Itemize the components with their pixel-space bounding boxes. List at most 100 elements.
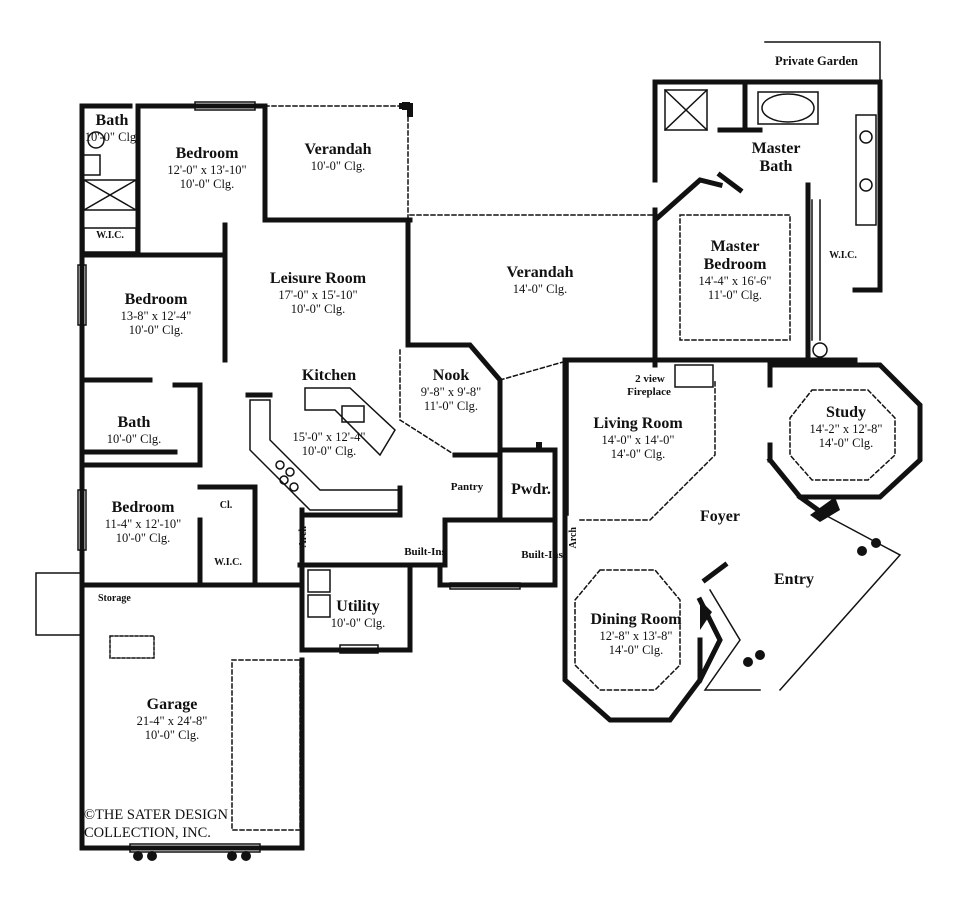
wic-low-label: W.I.C. <box>214 557 242 568</box>
room-ceiling: 14'-0" Clg. <box>512 281 568 296</box>
main-verandah <box>399 214 716 521</box>
left-windows <box>35 101 261 853</box>
room-ceiling: 10'-0" Clg. <box>301 444 357 458</box>
room-name: Nook <box>432 367 470 384</box>
room-ceiling: 14'-0" Clg. <box>818 435 874 450</box>
master-walls <box>652 79 883 363</box>
room-name: Utility <box>336 598 380 615</box>
room-ceiling: 10'-0" Clg. <box>84 129 140 144</box>
room-name: Bath <box>95 112 129 129</box>
utility-fixtures <box>307 569 379 654</box>
room-name: Master <box>710 238 760 255</box>
room-ceiling: 11'-0" Clg. <box>423 398 479 413</box>
room-name: Dining Room <box>590 611 682 628</box>
room-master-bedroom: Master Bedroom 14'-4" x 16'-6" 11'-0" Cl… <box>698 238 771 302</box>
room-nook: Nook 9'-8" x 9'-8" 11'-0" Clg. <box>421 367 482 413</box>
room-ceiling: 14'-0" Clg. <box>610 446 666 461</box>
wic-top-label: W.I.C. <box>96 230 124 241</box>
room-name: Bedroom <box>124 291 188 308</box>
foyer-label: Foyer <box>700 508 740 525</box>
room-ceiling: 10'-0" Clg. <box>330 615 386 630</box>
room-ceiling: 11'-0" Clg. <box>707 287 763 302</box>
wall-fills <box>133 102 881 861</box>
room-size: 11-4" x 12'-10" <box>104 516 182 531</box>
builtins-left-label: Built-Ins <box>404 546 446 558</box>
pantry-label: Pantry <box>450 481 484 493</box>
room-kitchen-detail: 15'-0" x 12'-4" 10'-0" Clg. <box>292 430 365 458</box>
room-ceiling: 10'-0" Clg. <box>179 176 235 191</box>
room-leisure: Leisure Room 17'-0" x 15'-10" 10'-0" Clg… <box>270 270 366 316</box>
copyright: ©THE SATER DESIGN COLLECTION, INC. <box>84 806 228 842</box>
left-wing-walls <box>79 103 413 851</box>
room-ceiling: 10'-0" Clg. <box>106 431 162 446</box>
copyright-line-2: COLLECTION, INC. <box>84 825 211 842</box>
room-garage: Garage 21-4" x 24'-8" 10'-0" Clg. <box>137 696 208 742</box>
room-name: Bedroom <box>175 145 239 162</box>
room-ceiling: 10'-0" Clg. <box>115 530 171 545</box>
room-size: 12'-0" x 13'-10" <box>167 162 247 177</box>
room-bedroom-mid: Bedroom 13-8" x 12'-4" 10'-0" Clg. <box>121 291 192 337</box>
room-size: 21-4" x 24'-8" <box>136 713 208 728</box>
room-master-bath: Master Bath <box>752 140 801 176</box>
room-name: Verandah <box>304 141 372 158</box>
room-kitchen: Kitchen <box>302 367 356 385</box>
room-name-2: Bath <box>759 157 793 175</box>
room-name: Living Room <box>593 415 683 432</box>
room-name: Bath <box>117 414 151 431</box>
room-size: 12'-8" x 13'-8" <box>599 628 673 643</box>
bath-top-fixtures <box>82 131 138 253</box>
room-bath-top: Bath 10'-0" Clg. <box>85 112 140 144</box>
room-bedroom-top: Bedroom 12'-0" x 13'-10" 10'-0" Clg. <box>167 145 246 191</box>
room-verandah-main: Verandah 14'-0" Clg. <box>507 264 574 296</box>
room-name: Garage <box>146 696 198 713</box>
entry-label: Entry <box>774 571 814 588</box>
room-bedroom-low: Bedroom 11-4" x 12'-10" 10'-0" Clg. <box>105 499 182 545</box>
garage-skylight <box>109 635 155 659</box>
room-name: Verandah <box>506 264 574 281</box>
room-size: 14'-2" x 12'-8" <box>809 421 883 436</box>
room-utility: Utility 10'-0" Clg. <box>331 598 386 630</box>
powder-label: Pwdr. <box>511 481 551 498</box>
room-ceiling: 10'-0" Clg. <box>310 158 366 173</box>
room-verandah-small: Verandah 10'-0" Clg. <box>305 141 372 173</box>
room-name: Leisure Room <box>269 270 367 287</box>
room-size: 13-8" x 12'-4" <box>120 308 192 323</box>
room-ceiling: 10'-0" Clg. <box>128 322 184 337</box>
room-dining: Dining Room 12'-8" x 13'-8" 14'-0" Clg. <box>590 611 681 657</box>
room-bath-mid: Bath 10'-0" Clg. <box>107 414 162 446</box>
room-ceiling: 10'-0" Clg. <box>290 301 346 316</box>
room-size: 17'-0" x 15'-10" <box>278 287 358 302</box>
arch-left-label: Arch <box>298 526 309 548</box>
room-ceiling: 10'-0" Clg. <box>144 727 200 742</box>
room-name-2: Bedroom <box>703 255 767 273</box>
study-octagon <box>789 389 896 481</box>
room-name: Bedroom <box>111 499 175 516</box>
arch-right-label: Arch <box>568 527 579 549</box>
entry-porch <box>703 513 902 692</box>
closet-label: Cl. <box>219 500 233 511</box>
room-name: Kitchen <box>301 367 357 384</box>
master-bedroom-tray <box>679 214 791 341</box>
room-size: 14'-4" x 16'-6" <box>698 273 772 288</box>
room-name: Master <box>751 140 801 157</box>
fireplace-label-2: Fireplace <box>627 386 671 398</box>
nook-walls <box>405 342 558 523</box>
room-size: 9'-8" x 9'-8" <box>420 384 482 399</box>
builtins-right-label: Built-Ins <box>521 549 563 561</box>
room-living: Living Room 14'-0" x 14'-0" 14'-0" Clg. <box>593 415 682 461</box>
storage-label: Storage <box>98 593 131 604</box>
room-study: Study 14'-2" x 12'-8" 14'-0" Clg. <box>809 404 882 450</box>
room-size: 15'-0" x 12'-4" <box>292 430 366 444</box>
wic-master-label: W.I.C. <box>829 250 857 261</box>
fireplace <box>674 364 714 388</box>
room-size: 14'-0" x 14'-0" <box>601 432 675 447</box>
room-ceiling: 14'-0" Clg. <box>608 642 664 657</box>
master-fixtures <box>663 88 877 358</box>
fireplace-label-1: 2 view <box>635 373 665 385</box>
room-name: Study <box>825 404 867 421</box>
private-garden-label: Private Garden <box>775 54 858 68</box>
copyright-line-1: ©THE SATER DESIGN <box>84 807 228 823</box>
kitchen-counter <box>249 387 401 511</box>
garage-car-outline <box>231 659 301 831</box>
